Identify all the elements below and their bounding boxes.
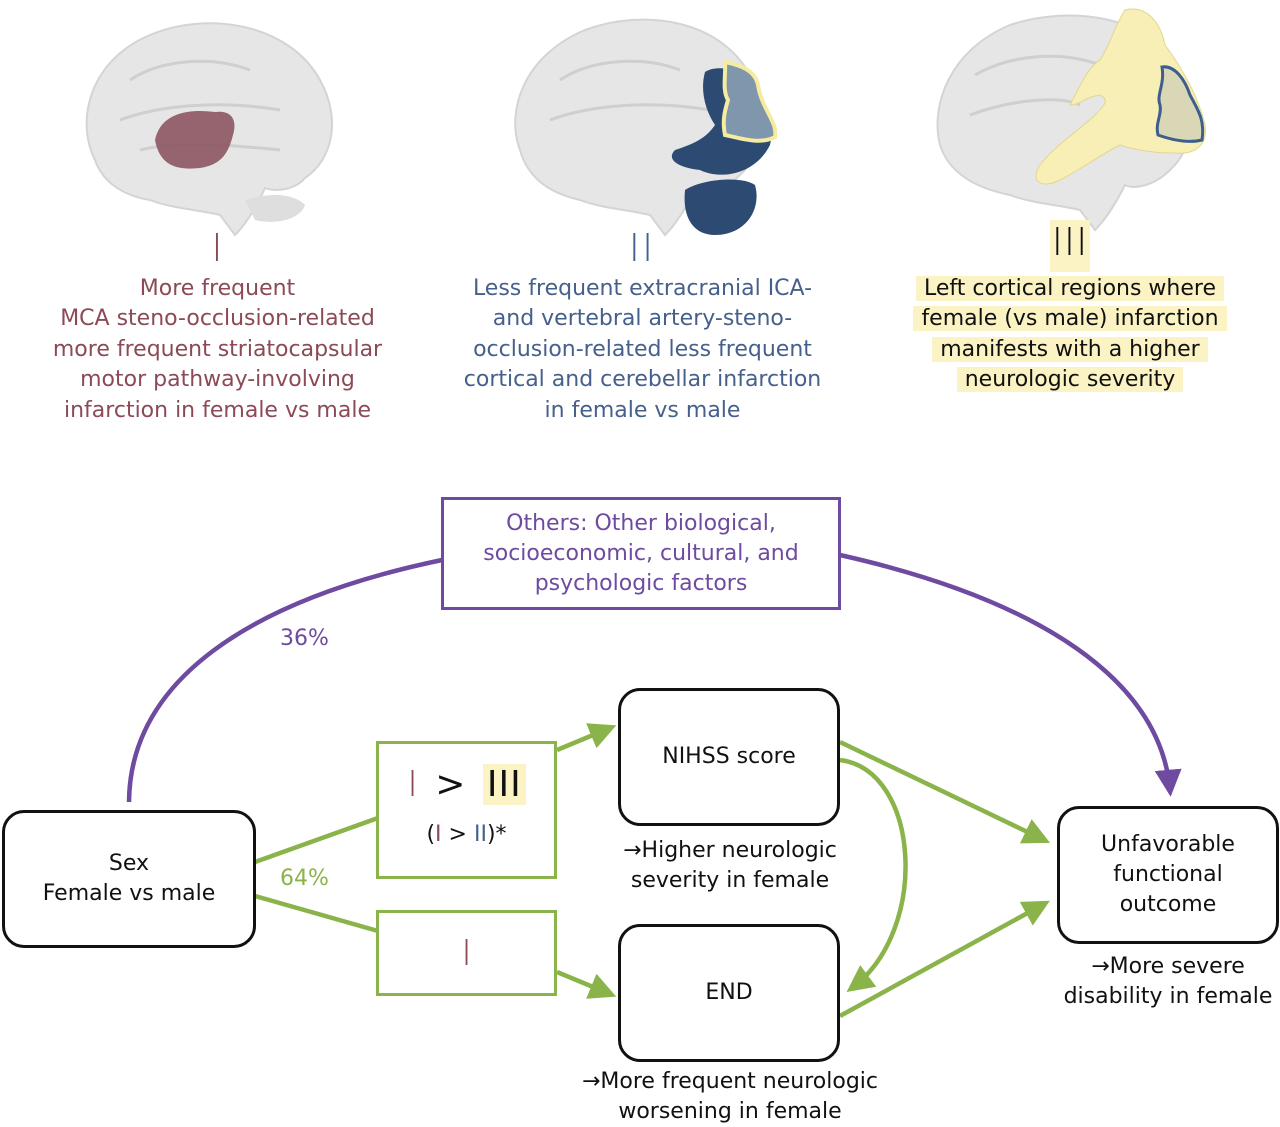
path-sex-to-compare-box (254, 815, 379, 865)
desc-line-highlighted: female (vs male) infarction (913, 306, 1227, 332)
lower-group-box: I (376, 910, 557, 996)
nihss-caption: →Higher neurologic severity in female (580, 836, 880, 896)
caption-line: severity in female (630, 868, 830, 893)
numeral-group-1: I (211, 226, 225, 270)
panel-2-description: Less frequent extracranial ICA- and vert… (440, 274, 845, 426)
outcome-box-line: functional (1113, 862, 1223, 887)
desc-line: infarction in female vs male (64, 397, 371, 423)
end-caption: →More frequent neurologic worsening in f… (540, 1067, 920, 1127)
desc-line-highlighted: neurologic severity (956, 367, 1184, 393)
path-compare-to-nihss (556, 723, 617, 753)
desc-line: More frequent (139, 276, 296, 301)
desc-line: MCA steno-occlusion-related (60, 306, 375, 332)
panel-1-description: More frequent MCA steno-occlusion-relate… (20, 274, 415, 426)
left-cortical-region (1035, 8, 1206, 185)
lower-group-1: I (461, 932, 472, 974)
desc-line: motor pathway-involving (80, 367, 355, 393)
caption-line: disability in female (1063, 984, 1273, 1009)
comparison-group-3: III (482, 764, 526, 805)
cerebellar-infarct-region (684, 179, 757, 235)
numeral-group-3: III (1050, 220, 1090, 272)
sex-box-line: Female vs male (42, 881, 216, 906)
brain-illustration-3 (936, 8, 1206, 232)
desc-line: Less frequent extracranial ICA- (472, 276, 813, 301)
others-factors-box: Others: Other biological, socioeconomic,… (441, 497, 841, 610)
nihss-score-box: NIHSS score (618, 688, 840, 826)
sex-box: Sex Female vs male (2, 810, 256, 948)
pct-others-label: 36% (280, 626, 329, 651)
path-sex-to-others (126, 557, 443, 803)
sub-operator: > (441, 822, 474, 847)
others-box-line: Others: Other biological, (506, 510, 776, 536)
path-lower-box-to-end (556, 969, 617, 999)
outcome-box-line: outcome (1119, 892, 1217, 917)
desc-line: cortical and cerebellar infarction (463, 367, 822, 393)
caption-line: →Higher neurologic (623, 838, 837, 863)
panel-3-description: Left cortical regions where female (vs m… (880, 274, 1260, 396)
path-nihss-to-outcome (839, 739, 1051, 844)
caption-line: →More frequent neurologic (581, 1069, 878, 1094)
striatocapsular-region (155, 110, 235, 169)
comparison-group-1: I (407, 764, 418, 805)
path-nihss-to-end (839, 757, 908, 993)
nihss-box-label: NIHSS score (662, 744, 796, 769)
desc-line: occlusion-related less frequent (473, 336, 812, 362)
desc-line-highlighted: manifests with a higher (932, 336, 1208, 362)
desc-line: and vertebral artery-steno- (492, 306, 793, 332)
end-box-label: END (705, 980, 753, 1005)
outcome-caption: →More severe disability in female (1050, 952, 1280, 1012)
outcome-box-line: Unfavorable (1101, 832, 1235, 857)
desc-line: in female vs male (544, 397, 741, 423)
sub-group-2: II (473, 822, 487, 847)
comparison-box: I > III (I > II)* (376, 741, 557, 879)
comparison-operator: > (435, 764, 466, 805)
outcome-box: Unfavorable functional outcome (1057, 806, 1279, 944)
brain-illustration-2 (514, 18, 778, 237)
sub-paren-open: ( (426, 822, 436, 847)
brain-illustration-1 (85, 22, 334, 237)
others-box-line: socioeconomic, cultural, and (483, 540, 799, 566)
path-end-to-outcome (838, 900, 1050, 1018)
desc-line: more frequent striatocapsular (52, 336, 383, 362)
path-others-to-outcome (839, 552, 1182, 797)
sub-group-1: I (435, 822, 442, 847)
caption-line: →More severe (1091, 954, 1245, 979)
sub-paren-close: )* (486, 822, 507, 847)
end-box: END (618, 924, 840, 1062)
others-box-line: psychologic factors (534, 570, 748, 596)
path-sex-to-lower-box (254, 893, 379, 934)
numeral-group-2: II (628, 226, 656, 270)
caption-line: worsening in female (618, 1099, 842, 1124)
pct-direct-label: 64% (280, 866, 329, 891)
sex-box-line: Sex (108, 851, 150, 876)
desc-line-highlighted: Left cortical regions where (915, 276, 1224, 301)
